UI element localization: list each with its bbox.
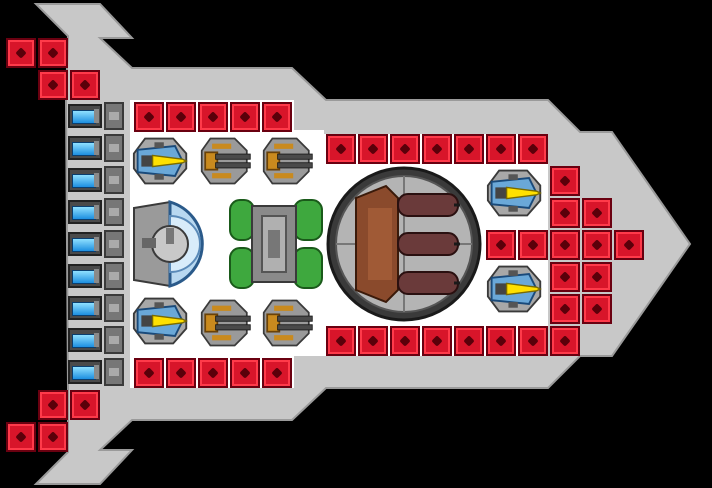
thruster-glow xyxy=(72,334,96,348)
armor-block-icon[interactable] xyxy=(454,134,484,164)
armor-block-icon[interactable] xyxy=(550,294,580,324)
thruster-connector xyxy=(104,294,124,322)
thruster-blue-icon[interactable] xyxy=(68,328,102,352)
laser-turret-icon[interactable] xyxy=(486,168,544,218)
thruster-connector xyxy=(104,198,124,226)
armor-block-icon[interactable] xyxy=(486,326,516,356)
thruster-cap xyxy=(94,269,99,283)
thruster-glow xyxy=(72,302,96,316)
thruster-cap xyxy=(94,237,99,251)
armor-block-icon[interactable] xyxy=(454,326,484,356)
thruster-glow xyxy=(72,206,96,220)
thruster-connector xyxy=(104,358,124,386)
armor-block-icon[interactable] xyxy=(38,390,68,420)
thruster-blue-icon[interactable] xyxy=(68,104,102,128)
armor-block-icon[interactable] xyxy=(358,326,388,356)
armor-block-icon[interactable] xyxy=(582,198,612,228)
armor-block-icon[interactable] xyxy=(358,134,388,164)
thruster-blue-icon[interactable] xyxy=(68,296,102,320)
armor-block-icon[interactable] xyxy=(262,102,292,132)
armor-block-icon[interactable] xyxy=(550,198,580,228)
thruster-blue-icon[interactable] xyxy=(68,232,102,256)
armor-block-icon[interactable] xyxy=(198,102,228,132)
thruster-connector xyxy=(104,166,124,194)
armor-block-icon[interactable] xyxy=(422,134,452,164)
thruster-blue-icon[interactable] xyxy=(68,360,102,384)
armor-block-icon[interactable] xyxy=(198,358,228,388)
thruster-cap xyxy=(94,333,99,347)
armor-block-icon[interactable] xyxy=(38,70,68,100)
armor-block-icon[interactable] xyxy=(38,422,68,452)
gatling-gun-icon[interactable] xyxy=(262,134,314,188)
shield-generator-icon[interactable] xyxy=(130,198,226,290)
thruster-connector xyxy=(104,230,124,258)
armor-block-icon[interactable] xyxy=(550,230,580,260)
gatling-gun-icon[interactable] xyxy=(200,296,252,350)
armor-block-icon[interactable] xyxy=(230,102,260,132)
laser-turret-icon[interactable] xyxy=(132,296,190,346)
thruster-glow xyxy=(72,366,96,380)
thruster-connector xyxy=(104,262,124,290)
thruster-cap xyxy=(94,365,99,379)
armor-block-icon[interactable] xyxy=(518,134,548,164)
thruster-cap xyxy=(94,173,99,187)
armor-block-icon[interactable] xyxy=(70,70,100,100)
armor-block-icon[interactable] xyxy=(518,326,548,356)
armor-block-icon[interactable] xyxy=(262,358,292,388)
armor-block-icon[interactable] xyxy=(486,230,516,260)
armor-block-icon[interactable] xyxy=(166,102,196,132)
laser-turret-icon[interactable] xyxy=(132,136,190,186)
armor-block-icon[interactable] xyxy=(614,230,644,260)
armor-block-icon[interactable] xyxy=(582,230,612,260)
triple-cannon-turret-icon[interactable] xyxy=(324,164,484,324)
thruster-glow xyxy=(72,174,96,188)
armor-block-icon[interactable] xyxy=(422,326,452,356)
armor-block-icon[interactable] xyxy=(582,262,612,292)
gatling-gun-icon[interactable] xyxy=(262,296,314,350)
armor-block-icon[interactable] xyxy=(6,38,36,68)
thruster-glow xyxy=(72,270,96,284)
thruster-blue-icon[interactable] xyxy=(68,264,102,288)
thruster-cap xyxy=(94,205,99,219)
armor-block-icon[interactable] xyxy=(486,134,516,164)
thruster-blue-icon[interactable] xyxy=(68,200,102,224)
green-reactor-icon[interactable] xyxy=(228,196,324,292)
armor-block-icon[interactable] xyxy=(134,102,164,132)
armor-block-icon[interactable] xyxy=(326,134,356,164)
armor-block-icon[interactable] xyxy=(134,358,164,388)
armor-block-icon[interactable] xyxy=(518,230,548,260)
thruster-glow xyxy=(72,142,96,156)
armor-block-icon[interactable] xyxy=(326,326,356,356)
thruster-cap xyxy=(94,109,99,123)
armor-block-icon[interactable] xyxy=(6,422,36,452)
thruster-blue-icon[interactable] xyxy=(68,136,102,160)
armor-block-icon[interactable] xyxy=(38,38,68,68)
armor-block-icon[interactable] xyxy=(550,166,580,196)
gatling-gun-icon[interactable] xyxy=(200,134,252,188)
thruster-glow xyxy=(72,110,96,124)
armor-block-icon[interactable] xyxy=(70,390,100,420)
armor-block-icon[interactable] xyxy=(390,134,420,164)
thruster-cap xyxy=(94,301,99,315)
thruster-connector xyxy=(104,326,124,354)
thruster-blue-icon[interactable] xyxy=(68,168,102,192)
thruster-connector xyxy=(104,134,124,162)
armor-block-icon[interactable] xyxy=(550,262,580,292)
laser-turret-icon[interactable] xyxy=(486,264,544,314)
armor-block-icon[interactable] xyxy=(230,358,260,388)
thruster-glow xyxy=(72,238,96,252)
armor-block-icon[interactable] xyxy=(582,294,612,324)
armor-block-icon[interactable] xyxy=(390,326,420,356)
armor-block-icon[interactable] xyxy=(166,358,196,388)
thruster-connector xyxy=(104,102,124,130)
armor-block-icon[interactable] xyxy=(550,326,580,356)
thruster-cap xyxy=(94,141,99,155)
